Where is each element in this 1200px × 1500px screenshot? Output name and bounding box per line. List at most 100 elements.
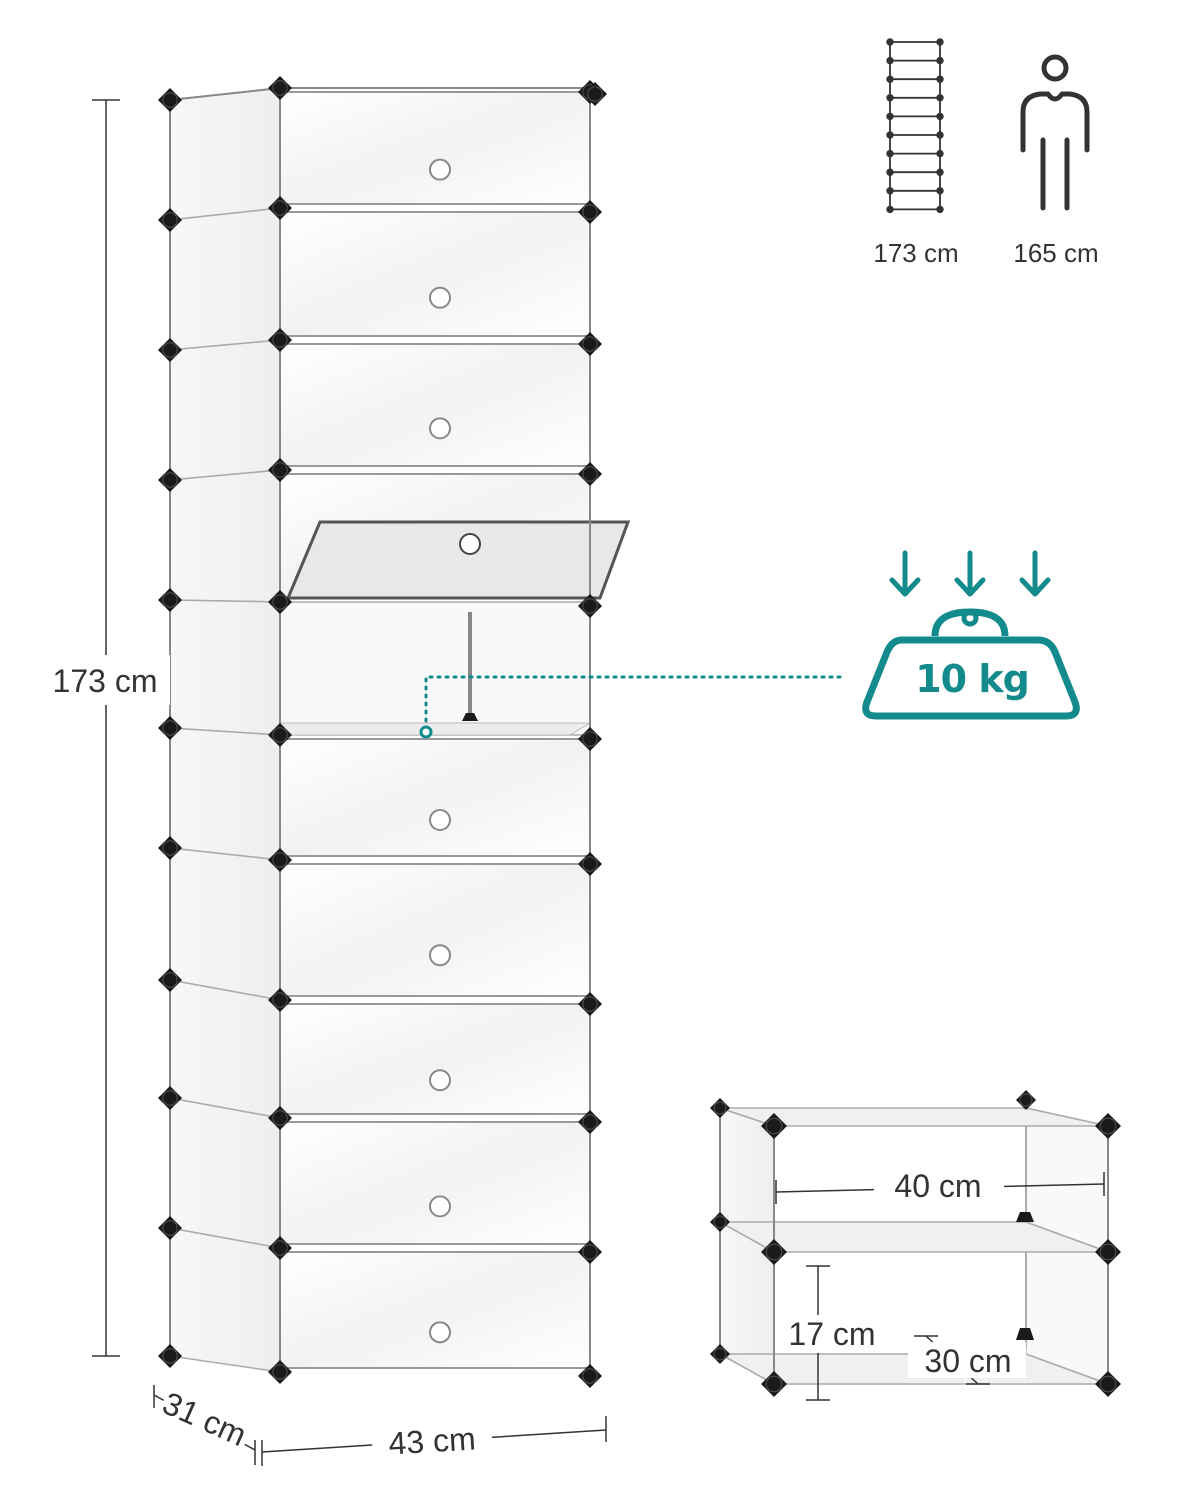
load-pointer [419, 675, 844, 739]
door-panel [279, 1003, 591, 1115]
person-height-comparison-label: 165 cm [1013, 238, 1098, 268]
side-panel [169, 87, 281, 221]
height-label-bg [40, 655, 170, 705]
connector-hub [162, 1090, 178, 1106]
frame-edge [169, 87, 281, 101]
door-panel [279, 91, 591, 205]
ladder-joint [936, 168, 944, 176]
ladder-joint [886, 131, 894, 139]
side-panel [169, 847, 281, 1001]
connector-hub [713, 1101, 727, 1115]
depth-label: 31 cm [157, 1385, 251, 1453]
connector-hub [582, 598, 598, 614]
height-dimension [92, 99, 120, 1357]
ladder-joint [936, 75, 944, 83]
side-panel [169, 1097, 281, 1249]
module-width-label-bg [874, 1166, 1004, 1202]
down-arrows-icon [889, 550, 1051, 597]
ladder-icon [886, 38, 944, 214]
connector-hub [162, 92, 178, 108]
connector-hub [1099, 1375, 1117, 1393]
module-depth-label: 30 cm [924, 1343, 1011, 1379]
door-handle [429, 158, 451, 181]
connector-hub [272, 80, 288, 96]
connector-hub [582, 466, 598, 482]
side-panel [169, 469, 281, 603]
ladder-joint [886, 205, 894, 214]
module-rod-foot [1016, 1328, 1034, 1340]
module-rod-foot [1016, 1212, 1034, 1222]
door-panel [279, 738, 591, 857]
connector-hub [162, 1348, 178, 1364]
depth-label-bg [155, 1381, 257, 1456]
connector-hub [582, 731, 598, 747]
side-panel [169, 599, 281, 736]
connector-hub [582, 1244, 598, 1260]
ladder-joint [936, 56, 944, 65]
connector-hub [765, 1243, 783, 1261]
ladder-joint [886, 75, 894, 83]
ladder-joint [936, 94, 944, 102]
door-panel [279, 1251, 591, 1369]
connector-hub [272, 727, 288, 743]
ladder-joint [886, 168, 894, 176]
rod-foot [462, 713, 478, 721]
connector-hub [162, 972, 178, 988]
module-depth-label-bg [908, 1342, 1026, 1378]
door-panel [279, 1121, 591, 1245]
connector-hub [162, 840, 178, 856]
connector-hub [582, 856, 598, 872]
connector-hub [582, 336, 598, 352]
shoe-rack-tall [158, 76, 631, 1388]
connector-hub [713, 1347, 727, 1361]
connector-hub [272, 594, 288, 610]
door-handle [429, 417, 451, 440]
weight-icon [862, 608, 1080, 720]
door-handle [429, 1321, 451, 1344]
connector-hub [765, 1117, 783, 1135]
connector-hub [1019, 1093, 1033, 1107]
door-handle [429, 809, 451, 831]
connector-hub [713, 1215, 727, 1229]
connector-hub [272, 462, 288, 478]
open-door-handle [459, 533, 481, 555]
width-label: 43 cm [387, 1420, 476, 1461]
ladder-joint [886, 112, 894, 121]
shelf [279, 722, 592, 736]
module-height-label-bg [780, 1315, 886, 1353]
connector-hub [582, 996, 598, 1012]
connector-hub [1099, 1243, 1117, 1261]
connector-hub [162, 1220, 178, 1236]
connector-hub [162, 720, 178, 736]
ladder-joint [936, 187, 944, 195]
open-door-flap [285, 520, 631, 600]
ladder-joint [936, 38, 944, 46]
door-panel [279, 211, 591, 337]
connector-hub [582, 1114, 598, 1130]
connector-hub [272, 332, 288, 348]
connector-hub [162, 472, 178, 488]
connector-hub [582, 1368, 598, 1384]
connector-hub [1099, 1117, 1117, 1135]
connector-hub [272, 1110, 288, 1126]
width-label-bg [370, 1416, 494, 1464]
side-panel [169, 727, 281, 861]
door-handle [429, 1069, 451, 1092]
ladder-joint [936, 112, 944, 121]
connector-hub [272, 992, 288, 1008]
connector-hub [162, 592, 178, 608]
connector-hub [272, 1240, 288, 1256]
ladder-joint [936, 205, 944, 214]
connector-hub [272, 200, 288, 216]
ladder-joint [886, 38, 894, 46]
connector-hub [765, 1375, 783, 1393]
door-handle [429, 944, 451, 967]
ladder-joint [886, 149, 894, 158]
connector-hub [272, 852, 288, 868]
rack-height-comparison-label: 173 cm [873, 238, 958, 268]
connector-hub [162, 212, 178, 228]
side-panel [169, 1227, 281, 1373]
ladder-joint [886, 94, 894, 102]
connector-hub [162, 342, 178, 358]
